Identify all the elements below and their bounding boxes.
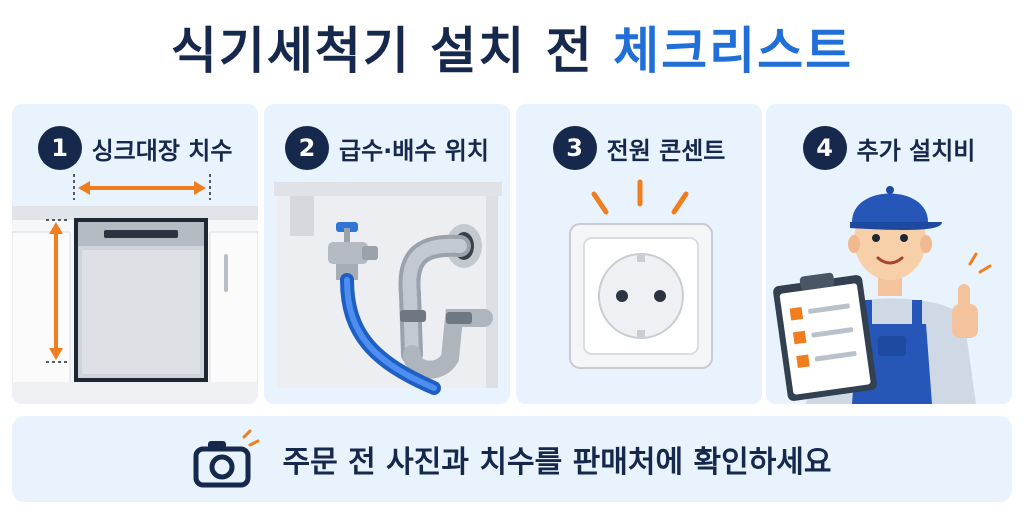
step-number-badge: 1: [37, 126, 82, 170]
card-label: 싱크대장 치수: [91, 136, 233, 165]
footer-banner: 주문 전 사진과 치수를 판매처에 확인하세요: [12, 416, 1012, 502]
step-number-badge: 3: [552, 126, 597, 170]
card-power-outlet: 3 전원 콘센트: [516, 104, 762, 404]
card-header: 3 전원 콘센트: [516, 122, 762, 174]
card-sink-dimensions: 1 싱크대장 치수: [12, 104, 258, 404]
card-label: 급수·배수 위치: [339, 136, 489, 165]
step-number-badge: 2: [285, 126, 330, 170]
dishwasher-measure-icon: [12, 174, 258, 404]
card-header: 2 급수·배수 위치: [264, 122, 510, 174]
water-pipe-icon: [274, 182, 502, 395]
installer-worker-icon: [773, 186, 992, 404]
title-part-1: 식기세척기 설치 전: [170, 22, 594, 80]
card-label: 추가 설치비: [856, 136, 976, 165]
power-outlet-icon: [569, 179, 713, 369]
card-water-drain-location: 2 급수·배수 위치: [264, 104, 510, 404]
card-label: 전원 콘센트: [606, 136, 726, 165]
card-header: 1 싱크대장 치수: [12, 122, 258, 174]
title-part-2: 체크리스트: [613, 22, 854, 80]
page-title: 식기세척기 설치 전 체크리스트: [0, 14, 1024, 88]
card-header: 4 추가 설치비: [766, 122, 1012, 174]
card-additional-install-cost: 4 추가 설치비: [766, 104, 1012, 404]
footer-text: 주문 전 사진과 치수를 판매처에 확인하세요: [282, 445, 832, 480]
camera-icon: [193, 429, 260, 488]
step-number-badge: 4: [802, 126, 847, 170]
